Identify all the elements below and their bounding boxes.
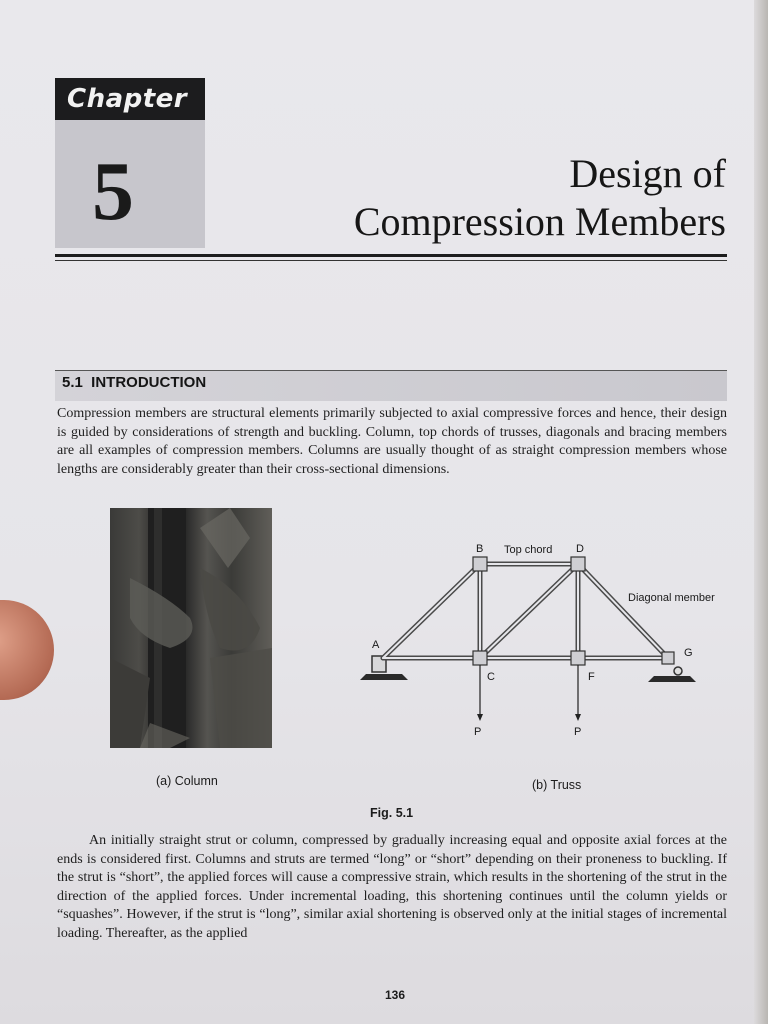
section-heading: 5.1 INTRODUCTION (62, 374, 207, 391)
chapter-title-line2: Compression Members (353, 199, 726, 244)
truss-joints (472, 556, 675, 666)
label-diagonal: Diagonal member (628, 592, 715, 604)
label-top-chord: Top chord (504, 544, 552, 556)
column-photo (110, 508, 272, 748)
truss-diagram: B Top chord D Diagonal member A C F G P … (360, 543, 715, 738)
label-A: A (372, 639, 380, 651)
figure-label: Fig. 5.1 (370, 806, 414, 820)
chapter-tag: Chapter (55, 78, 205, 120)
load-arrowhead-left (477, 714, 483, 721)
label-C: C (487, 671, 495, 683)
page-number: 136 (385, 988, 406, 1002)
support-right (648, 676, 696, 682)
section-bar (55, 370, 727, 401)
page-edge (754, 0, 768, 1024)
chapter-title: Design of Compression Members (354, 150, 726, 246)
load-arrowhead-right (575, 714, 581, 721)
label-load-left: P (474, 726, 481, 738)
load-arrows (479, 665, 579, 716)
label-F: F (588, 671, 595, 683)
title-rule (55, 254, 727, 257)
label-G: G (684, 647, 693, 659)
label-D: D (576, 543, 584, 555)
support-left (360, 674, 408, 680)
chapter-title-line1: Design of (569, 151, 726, 196)
chapter-number: 5 (92, 145, 134, 238)
label-B: B (476, 543, 483, 555)
intro-paragraph: Compression members are structural eleme… (57, 406, 727, 477)
label-load-right: P (574, 726, 581, 738)
column-photo-art (110, 508, 272, 748)
truss-members (380, 561, 671, 661)
body-paragraph: An initially straight strut or column, c… (57, 833, 727, 941)
caption-column: (a) Column (156, 774, 218, 788)
caption-truss: (b) Truss (532, 778, 582, 792)
roller-right (673, 666, 683, 676)
title-rule-thin (55, 260, 727, 261)
